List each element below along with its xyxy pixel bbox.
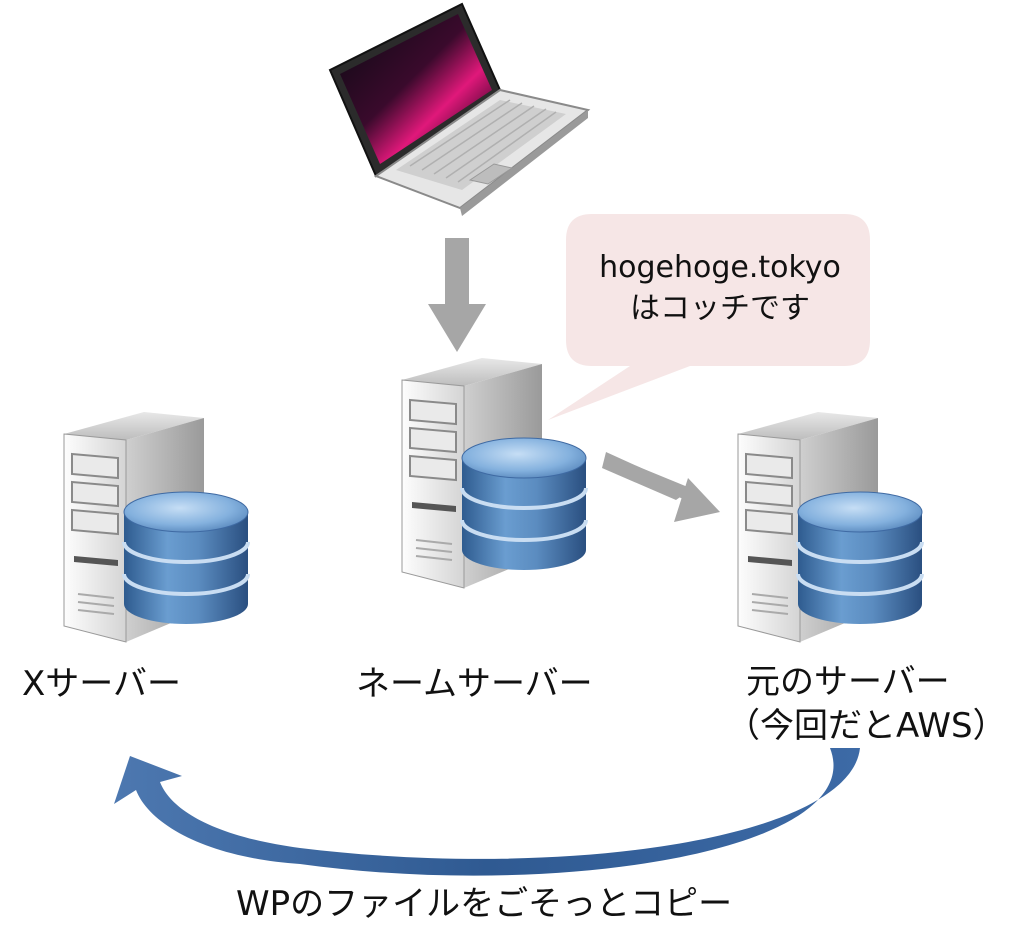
original-server-note: （今回だとAWS） [726,706,1007,746]
bubble-text: hogehoge.tokyo はコッチです [570,248,870,329]
right-arrow-icon [602,452,720,522]
original-server-label: 元のサーバー [746,662,950,702]
original-server-icon [736,410,924,644]
x-server-icon [62,410,250,644]
down-arrow-icon [428,238,486,352]
bubble-line-2: はコッチです [630,290,810,326]
x-server-label: Xサーバー [22,664,181,704]
bubble-line-1: hogehoge.tokyo [599,250,841,285]
laptop-icon [328,2,591,216]
copy-label: WPのファイルをごそっとコピー [236,884,733,924]
copy-curve-arrow [114,748,860,876]
name-server-icon [400,356,588,590]
name-server-label: ネームサーバー [356,664,593,704]
speech-bubble [548,214,870,420]
